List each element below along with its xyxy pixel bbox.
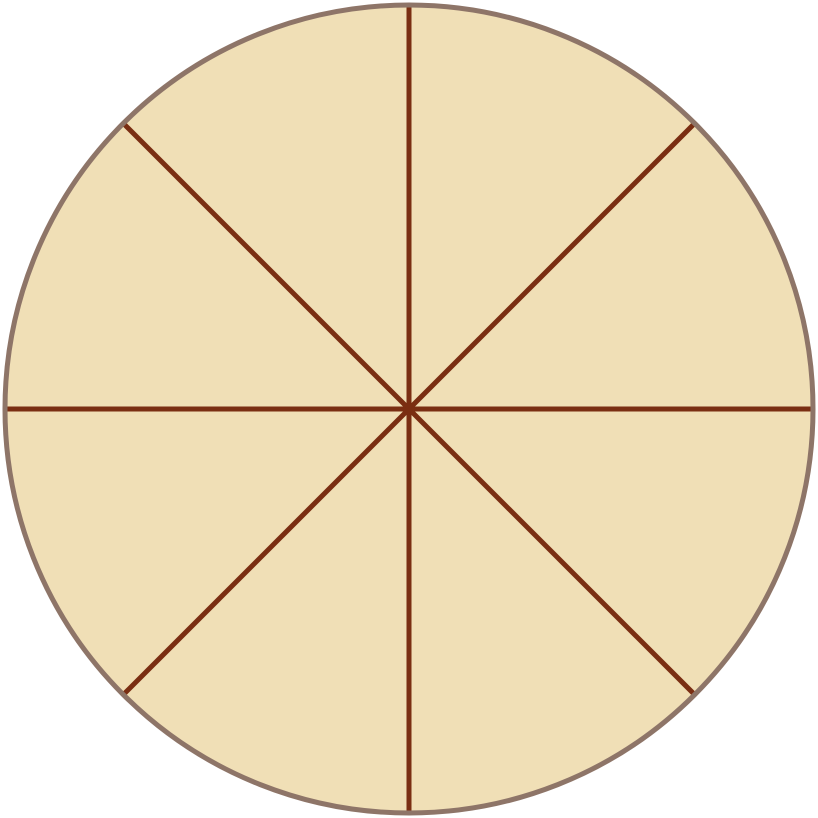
sector-divider <box>407 121 697 411</box>
sector-divider <box>407 407 697 697</box>
sector-dividers <box>5 5 813 813</box>
sector-divider <box>121 407 411 697</box>
center-point <box>405 405 413 413</box>
sector-divider <box>121 121 411 411</box>
